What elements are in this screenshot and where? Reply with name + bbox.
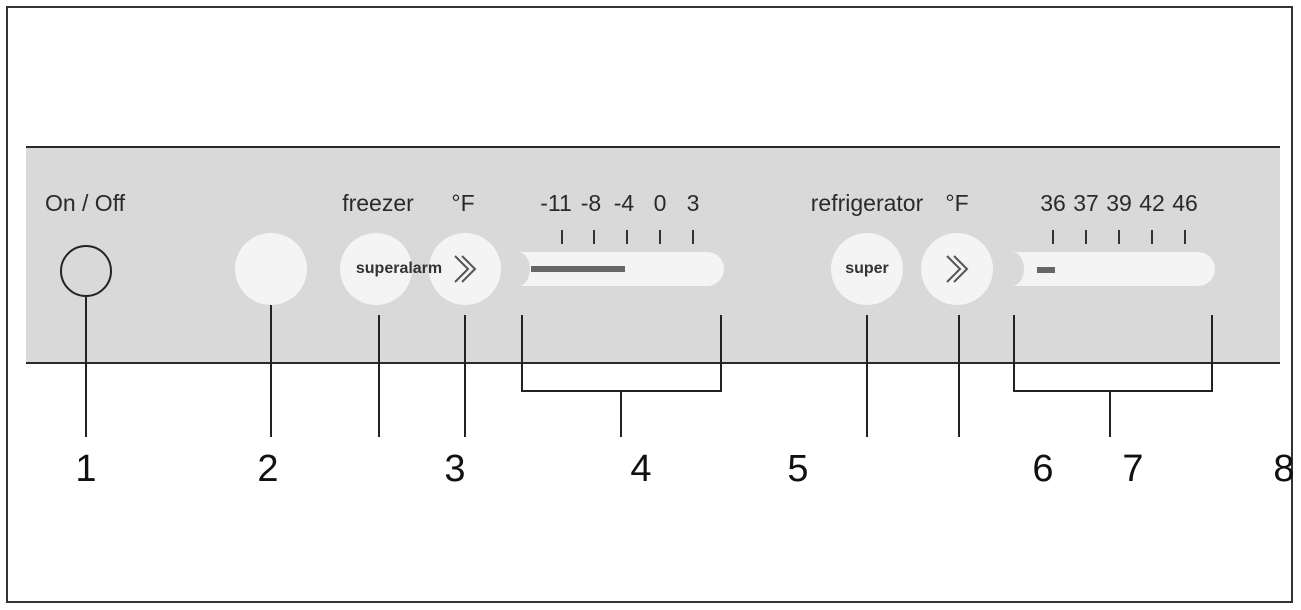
superalarm-button-label: superalarm — [355, 260, 443, 277]
refrigerator-chevron-icon — [946, 255, 969, 283]
on-off-label: On / Off — [44, 190, 126, 216]
leader-lines — [85, 296, 1213, 437]
freezer-level-bar — [531, 266, 625, 272]
freezer-ticks — [561, 230, 694, 244]
freezer-unit-label: °F — [451, 190, 475, 216]
refrigerator-scale-label: 42 — [1139, 190, 1165, 216]
callout-number: 8 — [1273, 448, 1295, 490]
callout-number: 1 — [75, 448, 97, 490]
super-button-label: super — [845, 260, 889, 277]
superalarm-button[interactable] — [340, 233, 412, 305]
freezer-scale-label: 3 — [686, 190, 700, 216]
freezer-temp-button[interactable] — [429, 233, 501, 305]
blank-button[interactable] — [235, 233, 307, 305]
refrigerator-level-bar — [1037, 267, 1055, 273]
refrigerator-scale-label: 39 — [1106, 190, 1132, 216]
refrigerator-unit-label: °F — [945, 190, 969, 216]
freezer-scale-label: 0 — [653, 190, 667, 216]
freezer-scale-label: -4 — [613, 190, 635, 216]
freezer-label: freezer — [342, 190, 414, 216]
callout-number: 6 — [1032, 448, 1054, 490]
on-off-button[interactable] — [60, 245, 112, 297]
callout-number: 3 — [444, 448, 466, 490]
callout-number: 2 — [257, 448, 279, 490]
refrigerator-temp-button[interactable] — [921, 233, 993, 305]
freezer-scale-label: -8 — [580, 190, 602, 216]
callout-number: 5 — [787, 448, 809, 490]
refrigerator-display — [1012, 252, 1215, 286]
super-button[interactable] — [831, 233, 903, 305]
callout-number: 7 — [1122, 448, 1144, 490]
refrigerator-label: refrigerator — [810, 190, 924, 216]
diagram-frame — [6, 6, 1293, 603]
refrigerator-scale-label: 46 — [1172, 190, 1198, 216]
freezer-chevron-icon — [454, 255, 477, 283]
refrigerator-ticks — [1052, 230, 1186, 244]
callout-number: 4 — [630, 448, 652, 490]
refrigerator-scale-label: 37 — [1073, 190, 1099, 216]
refrigerator-scale-label: 36 — [1040, 190, 1066, 216]
freezer-scale-label: -11 — [540, 190, 572, 216]
